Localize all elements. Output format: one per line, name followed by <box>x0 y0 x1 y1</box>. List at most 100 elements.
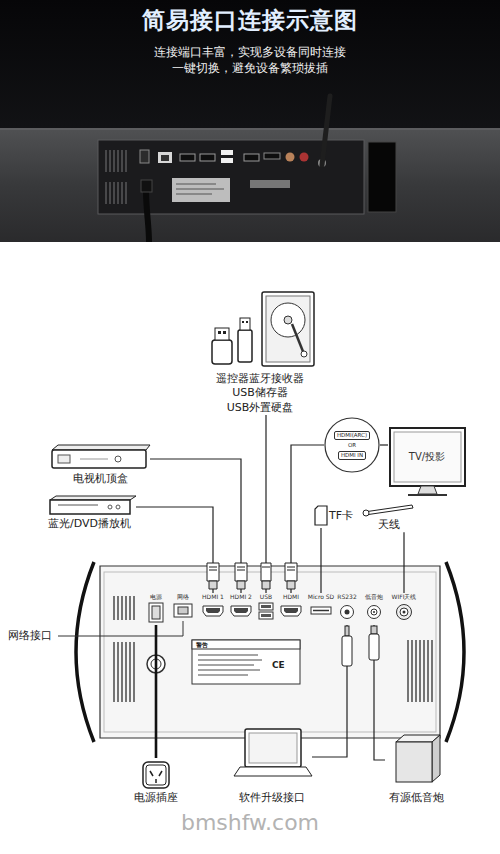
photo-cord-boot <box>141 180 152 192</box>
port-label: RS232 <box>334 593 360 625</box>
laptop-lid <box>245 729 301 767</box>
port-name: 低音炮 <box>365 593 383 601</box>
node-text: 电视机顶盒 <box>73 472 128 486</box>
soundbar-edge <box>0 129 500 130</box>
player-tray <box>58 505 98 506</box>
port-label: HDMI 2 <box>228 593 254 625</box>
hdmi-plug-tip <box>237 581 245 589</box>
side-recess <box>368 142 396 212</box>
port-label: 低音炮 <box>362 593 386 625</box>
port-name: USB <box>260 593 272 601</box>
photo-rca <box>300 153 309 162</box>
lan-socket <box>178 607 188 614</box>
photo-power-cord <box>146 190 149 242</box>
node-text: HDMI(ARC) <box>334 431 370 440</box>
port-name: 网络 <box>177 593 189 601</box>
page-title: 简易接口连接示意图 <box>0 5 500 35</box>
hdmi-port <box>203 606 223 616</box>
hard-disk <box>262 292 314 366</box>
player-button <box>108 505 112 509</box>
node-text: 有源低音炮 <box>389 791 444 805</box>
photo-usb-port <box>221 158 233 163</box>
unit-end-curve <box>446 562 464 742</box>
hdmi-plug-tip <box>209 581 217 589</box>
port-name: Micro SD <box>308 593 334 601</box>
usb-stick-plug <box>240 318 250 330</box>
usb-port <box>259 612 273 619</box>
disk-platter <box>271 303 305 337</box>
usb-stick-contacts <box>242 321 248 323</box>
usb-plug-tip <box>262 581 270 589</box>
tf-card <box>315 506 327 525</box>
antenna-port <box>397 605 412 620</box>
rca-port <box>368 606 381 619</box>
power-socket <box>143 762 169 788</box>
device: 软件升级接口 <box>232 726 312 805</box>
device: 蓝光/DVD播放机 <box>48 495 136 531</box>
plug-ridges <box>262 567 270 568</box>
subwoofer <box>396 742 432 782</box>
port-name: 电源 <box>150 593 162 601</box>
set-top-box <box>52 450 146 468</box>
mark-label: CE <box>272 660 285 671</box>
port-label: WIFI天线 <box>389 593 419 625</box>
rca-plug-tip <box>371 626 377 634</box>
device: 有源低音炮 <box>385 733 447 805</box>
display-device: TV/投影 <box>388 428 466 500</box>
dvd-player <box>50 500 130 514</box>
cable <box>150 459 241 593</box>
jack-plug <box>342 636 352 666</box>
port-name: HDMI 2 <box>230 593 252 601</box>
socket-slots <box>150 771 162 783</box>
cable <box>155 625 158 758</box>
cable <box>320 528 321 593</box>
card-slot-opening <box>313 610 329 612</box>
banner-ground <box>0 0 500 242</box>
port-label: USB <box>256 593 276 625</box>
stb-knob <box>115 456 121 462</box>
node-text: 软件升级接口 <box>239 791 305 805</box>
port-label: 网络 <box>170 593 196 625</box>
device: 天线 <box>360 500 418 532</box>
unit-end-curve <box>76 562 94 742</box>
tv-base <box>408 494 447 496</box>
unit-vents <box>114 596 432 702</box>
laptop-screen <box>249 733 297 763</box>
plug-ridges <box>209 567 217 570</box>
antenna <box>364 505 413 515</box>
warning-sticker-header <box>192 640 300 649</box>
warning-sticker <box>192 640 300 684</box>
device: TF卡 <box>312 502 358 528</box>
photo-card-slot <box>264 153 280 159</box>
photo-lan-socket <box>161 155 169 161</box>
node-text: HDMI IN <box>338 451 366 460</box>
port-label: HDMI 1 <box>200 593 226 625</box>
port-name: HDMI <box>283 593 299 601</box>
hdmi-plug-tip <box>287 581 295 589</box>
photo-usb-port <box>221 150 233 155</box>
photo-switch <box>140 150 149 163</box>
photo-hdmi-port <box>200 154 215 161</box>
device: 电源插座 <box>128 758 184 805</box>
dongle-contacts <box>218 331 226 334</box>
usb-stick <box>238 330 252 362</box>
disk-spindle <box>284 316 292 324</box>
photo-lan-port <box>158 152 172 163</box>
node-text: 遥控器蓝牙接收器 USB储存器 USB外置硬盘 <box>213 372 308 415</box>
unit-back <box>100 566 440 738</box>
connectors <box>136 415 404 760</box>
usb-socket <box>261 614 271 617</box>
sub-side <box>432 735 440 782</box>
hdmi-plug <box>235 563 247 581</box>
panel-vents <box>106 150 126 204</box>
cable <box>136 507 213 593</box>
stb-display <box>58 455 70 463</box>
antenna-pivot <box>363 510 369 516</box>
hdmi-socket <box>234 608 248 613</box>
usb-socket <box>261 605 271 608</box>
player-button <box>116 505 120 509</box>
power-switch <box>149 603 163 622</box>
